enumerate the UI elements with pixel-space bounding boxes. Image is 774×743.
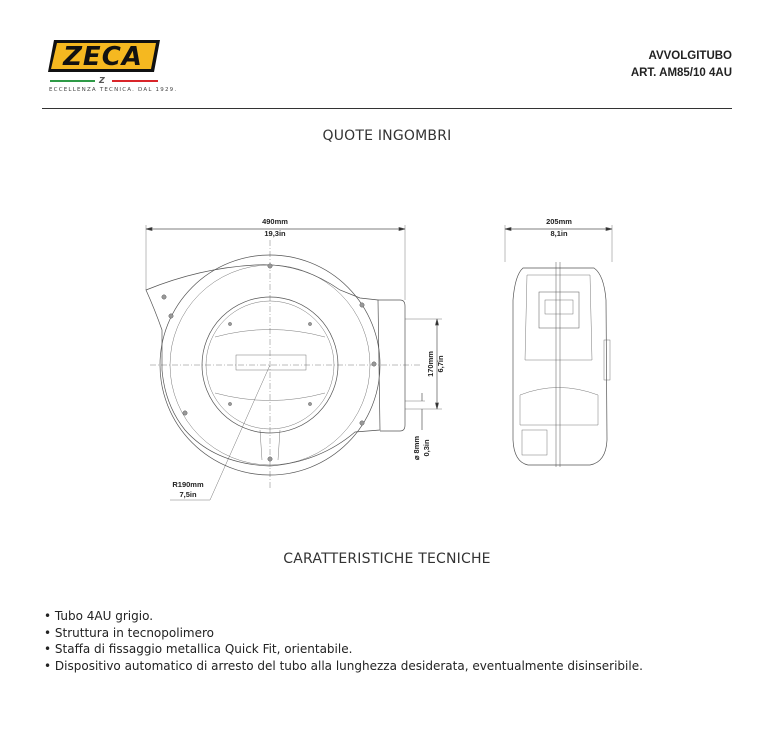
list-item: Dispositivo automatico di arresto del tu…	[44, 658, 643, 675]
width-in-label: 19,3in	[264, 229, 286, 238]
zeca-logo: ZECA	[48, 40, 160, 72]
header-divider	[42, 108, 732, 109]
svg-text:ZECA: ZECA	[62, 42, 143, 72]
width-mm-label: 490mm	[262, 217, 288, 226]
side-view-drawing	[504, 225, 613, 467]
hole-mm-label: ⌀ 8mm	[412, 436, 421, 460]
logo-tagline: ECCELLENZA TECNICA. DAL 1929.	[49, 87, 178, 93]
radius-mm-label: R190mm	[172, 480, 204, 489]
list-item: Tubo 4AU grigio.	[44, 608, 643, 625]
radius-in-label: 7,5in	[179, 490, 197, 499]
article-code: ART. AM85/10 4AU	[630, 67, 732, 79]
features-list: Tubo 4AU grigio. Struttura in tecnopolim…	[44, 608, 643, 674]
features-title: CARATTERISTICHE TECNICHE	[283, 551, 491, 567]
list-item: Struttura in tecnopolimero	[44, 625, 643, 642]
front-view-drawing: 490mm 19,3in 170mm 6,7in ⌀ 8mm 0,3in R19…	[145, 217, 613, 501]
product-type: AVVOLGITUBO	[648, 50, 732, 62]
list-item: Staffa di fissaggio metallica Quick Fit,…	[44, 641, 643, 658]
italian-flag-stripe-green	[50, 80, 95, 82]
italian-flag-stripe-red	[112, 80, 158, 82]
bracket-height-in-label: 6,7in	[436, 355, 445, 373]
depth-in-label: 8,1in	[550, 229, 568, 238]
z-emblem-icon: Z	[99, 76, 105, 85]
product-header: AVVOLGITUBO ART. AM85/10 4AU	[631, 48, 732, 82]
depth-mm-label: 205mm	[546, 217, 572, 226]
hole-in-label: 0,3in	[422, 439, 431, 457]
bracket-height-mm-label: 170mm	[426, 351, 435, 377]
dimensions-title: QUOTE INGOMBRI	[322, 128, 452, 144]
